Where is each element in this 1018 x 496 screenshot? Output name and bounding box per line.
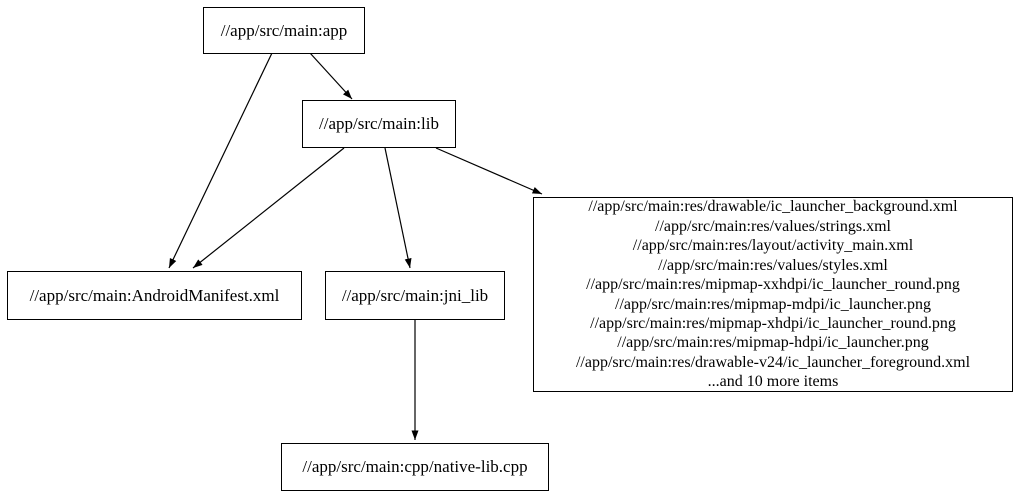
node-jni-lib: //app/src/main:jni_lib [325,271,505,320]
node-android-manifest-label: //app/src/main:AndroidManifest.xml [29,285,280,305]
resources-line-more-items: ...and 10 more items [707,373,839,391]
node-native-lib-cpp-label: //app/src/main:cpp/native-lib.cpp [302,457,528,476]
node-lib-label: //app/src/main:lib [319,114,439,133]
node-jni-lib-label: //app/src/main:jni_lib [341,285,489,305]
resources-line: //app/src/main:res/drawable-v24/ic_launc… [575,353,971,371]
edge-lib-to-resources [435,147,543,195]
edge-lib-to-jni-lib [384,147,412,269]
resources-line: //app/src/main:res/values/strings.xml [655,217,891,235]
node-lib: //app/src/main:lib [302,100,456,148]
resources-line: //app/src/main:res/drawable/ic_launcher_… [588,198,958,216]
node-app: //app/src/main:app [203,7,365,54]
node-native-lib-cpp: //app/src/main:cpp/native-lib.cpp [281,443,549,491]
resources-line: //app/src/main:res/values/styles.xml [658,256,888,274]
resources-line: //app/src/main:res/mipmap-mdpi/ic_launch… [615,295,931,313]
resources-line: //app/src/main:res/mipmap-xhdpi/ic_launc… [590,314,956,332]
resources-line: //app/src/main:res/layout/activity_main.… [632,237,914,255]
resources-line: //app/src/main:res/mipmap-xxhdpi/ic_laun… [586,276,960,294]
resources-line: //app/src/main:res/mipmap-hdpi/ic_launch… [617,334,929,352]
node-app-label: //app/src/main:app [220,20,348,40]
node-android-manifest: //app/src/main:AndroidManifest.xml [7,271,302,320]
edge-lib-to-android-manifest [192,147,345,269]
edge-app-to-android-manifest [168,52,273,269]
edge-app-to-lib [309,52,353,100]
node-resources: //app/src/main:res/drawable/ic_launcher_… [533,197,1013,392]
